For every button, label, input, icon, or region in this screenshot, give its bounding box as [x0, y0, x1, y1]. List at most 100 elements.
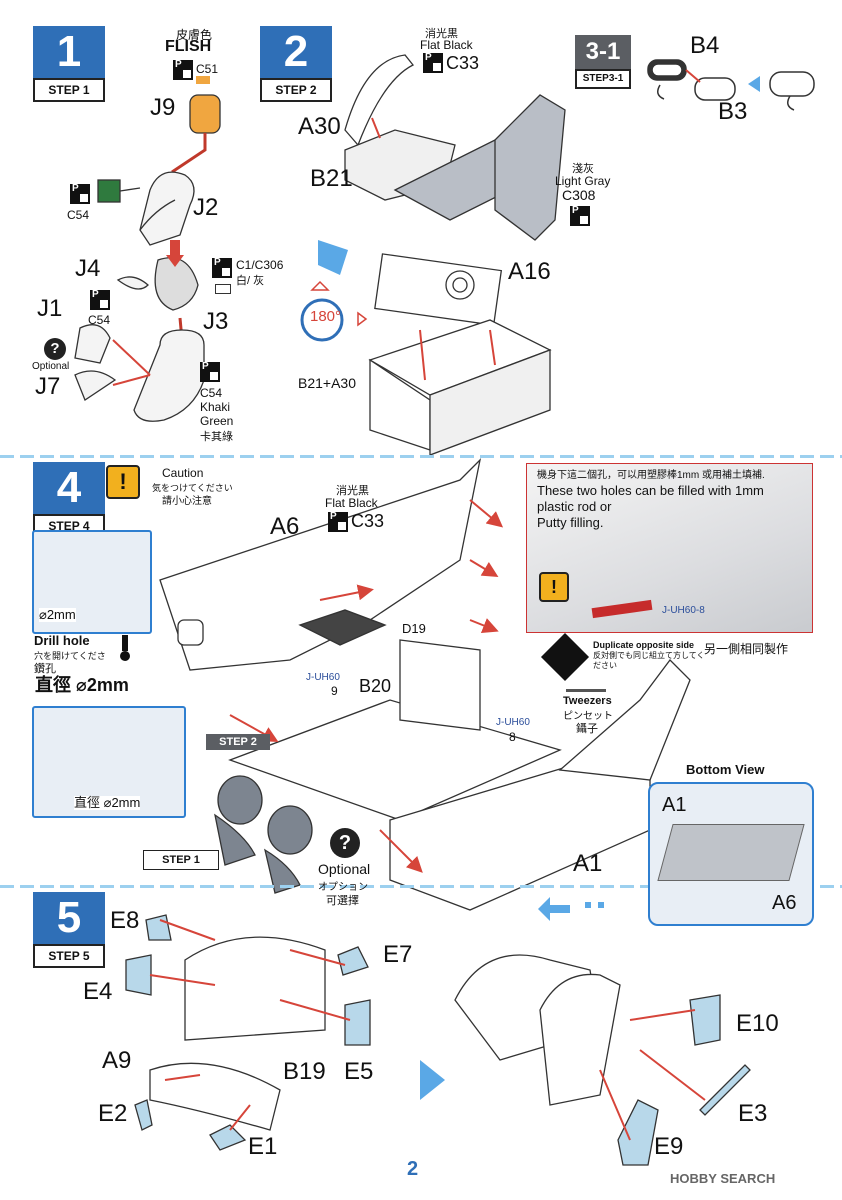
- optional-label: Optional: [32, 361, 70, 372]
- step3-1-drawing: [647, 59, 815, 111]
- part-j3: J3: [203, 308, 229, 335]
- step3-1-header: 3-1 STEP3-1: [575, 35, 631, 89]
- paint-icon: [200, 362, 220, 382]
- paint-icon: [90, 290, 110, 310]
- step2-number: 2: [260, 26, 332, 78]
- part-e7: E7: [383, 941, 413, 968]
- watermark: HOBBY SEARCH: [670, 1171, 776, 1186]
- duplicate-cn: 另一側相同製作: [704, 642, 789, 656]
- bottom-view-a6: A6: [772, 892, 797, 914]
- part-e5: E5: [344, 1058, 374, 1085]
- drill-detail-top: ⌀2mm: [32, 530, 152, 634]
- caution-jp: 気をつけてください: [152, 483, 233, 493]
- part-e3: E3: [738, 1100, 768, 1127]
- step4-fuselage-drawing: [159, 458, 691, 921]
- bottom-view-panel: A1 A6: [648, 782, 814, 926]
- flesh-color-cn: 皮膚色: [176, 28, 213, 42]
- caution-icon: !: [106, 465, 140, 499]
- step5-canopy-drawing: [125, 914, 751, 1166]
- drill-hole-cn: 鑽孔: [34, 663, 56, 675]
- flat-black-cn: 消光黒: [336, 485, 369, 497]
- part-e2: E2: [98, 1100, 128, 1127]
- tweezers-en: Tweezers: [563, 695, 612, 707]
- section-divider-top: [0, 455, 842, 458]
- decal-number-9: 9: [331, 684, 338, 698]
- flat-black-code: C33: [351, 511, 385, 531]
- step3-1-label: STEP3-1: [575, 69, 631, 89]
- step5-number: 5: [33, 892, 105, 944]
- part-b21: B21: [310, 165, 353, 192]
- note-background: [527, 464, 812, 632]
- page-number: 2: [407, 1158, 419, 1180]
- note-en-3: Putty filling.: [537, 515, 604, 530]
- note-en-1: These two holes can be filled with 1mm: [537, 483, 764, 498]
- part-e4: E4: [83, 978, 113, 1005]
- step4-number: 4: [33, 462, 105, 514]
- flesh-color-en: FLISH: [165, 38, 212, 55]
- light-gray-cn: 淺灰: [572, 163, 594, 175]
- white-swatch: [215, 284, 231, 294]
- part-b21-a30: B21+A30: [298, 375, 356, 391]
- paint-icon: [423, 53, 443, 73]
- duplicate-en: Duplicate opposite side: [593, 640, 695, 650]
- paint-icon: [173, 60, 193, 80]
- decal-number-8: 8: [509, 730, 516, 744]
- drill-icon: [112, 635, 138, 665]
- part-j4: J4: [75, 255, 101, 282]
- diameter-inset-label: 直徑 ⌀2mm: [74, 795, 141, 810]
- part-d19: D19: [402, 621, 426, 636]
- green-code: C54: [67, 208, 90, 222]
- part-b4: B4: [690, 32, 720, 59]
- caution-cn: 請小心注意: [162, 496, 212, 507]
- section-divider-bottom: [0, 885, 842, 888]
- note-en-2: plastic rod or: [537, 499, 612, 514]
- note-cn: 機身下這二個孔，可以用塑膠棒1mm 或用補土填補.: [537, 470, 765, 481]
- tweezers-icon: [566, 689, 606, 692]
- rotate-180-label: 180°: [310, 308, 342, 325]
- tweezers-cn: 鑷子: [576, 723, 598, 735]
- optional-icon: ?: [330, 828, 360, 858]
- part-a16: A16: [508, 258, 551, 285]
- paint-icon: [570, 206, 590, 226]
- light-gray-code: C308: [562, 187, 596, 203]
- body-code: C54: [88, 313, 111, 327]
- part-j1: J1: [37, 295, 63, 322]
- helmet-code: C1/C306: [236, 258, 284, 272]
- helmet-color-cn: 白/ 灰: [236, 275, 265, 287]
- duplicate-jp-1: 反対側でも同じ組立て方してく: [593, 651, 705, 660]
- tweezers-jp: ピンセット: [563, 711, 613, 722]
- step5-label: STEP 5: [33, 944, 105, 968]
- duplicate-jp-2: ださい: [593, 661, 617, 670]
- part-j7: J7: [35, 373, 61, 400]
- bottom-view-a1: A1: [662, 794, 687, 816]
- part-a1: A1: [573, 850, 603, 877]
- part-j9: J9: [150, 94, 176, 121]
- note-decal: J-UH60-8: [662, 605, 705, 616]
- diameter-cn-label: 直徑 ⌀2mm: [35, 675, 129, 695]
- bottom-view-title: Bottom View: [686, 762, 765, 777]
- khaki-en-1: Khaki: [200, 400, 231, 414]
- optional-en: Optional: [318, 861, 371, 877]
- step4-header: 4 STEP 4: [33, 462, 105, 538]
- step2-cockpit-drawing: [300, 54, 566, 456]
- paint-icon: [328, 512, 348, 532]
- step2-reference-tag: STEP 2: [206, 734, 270, 750]
- part-a9: A9: [102, 1047, 132, 1074]
- step1-header: 1 STEP 1: [33, 26, 105, 102]
- part-a6: A6: [270, 513, 300, 540]
- part-j2: J2: [193, 194, 219, 221]
- step1-number: 1: [33, 26, 105, 78]
- paint-icon: [212, 258, 232, 278]
- khaki-en-2: Green: [200, 414, 234, 428]
- bottom-view-hull: [657, 824, 805, 881]
- part-e1: E1: [248, 1133, 278, 1160]
- decal-j-uh60-8: J-UH60: [496, 717, 530, 728]
- caution-en: Caution: [162, 466, 204, 480]
- step1-label: STEP 1: [33, 78, 105, 102]
- diameter-label-small: ⌀2mm: [39, 607, 76, 622]
- part-a30: A30: [298, 113, 341, 140]
- step2-label: STEP 2: [260, 78, 332, 102]
- khaki-code: C54: [200, 386, 223, 400]
- part-b3: B3: [718, 98, 748, 125]
